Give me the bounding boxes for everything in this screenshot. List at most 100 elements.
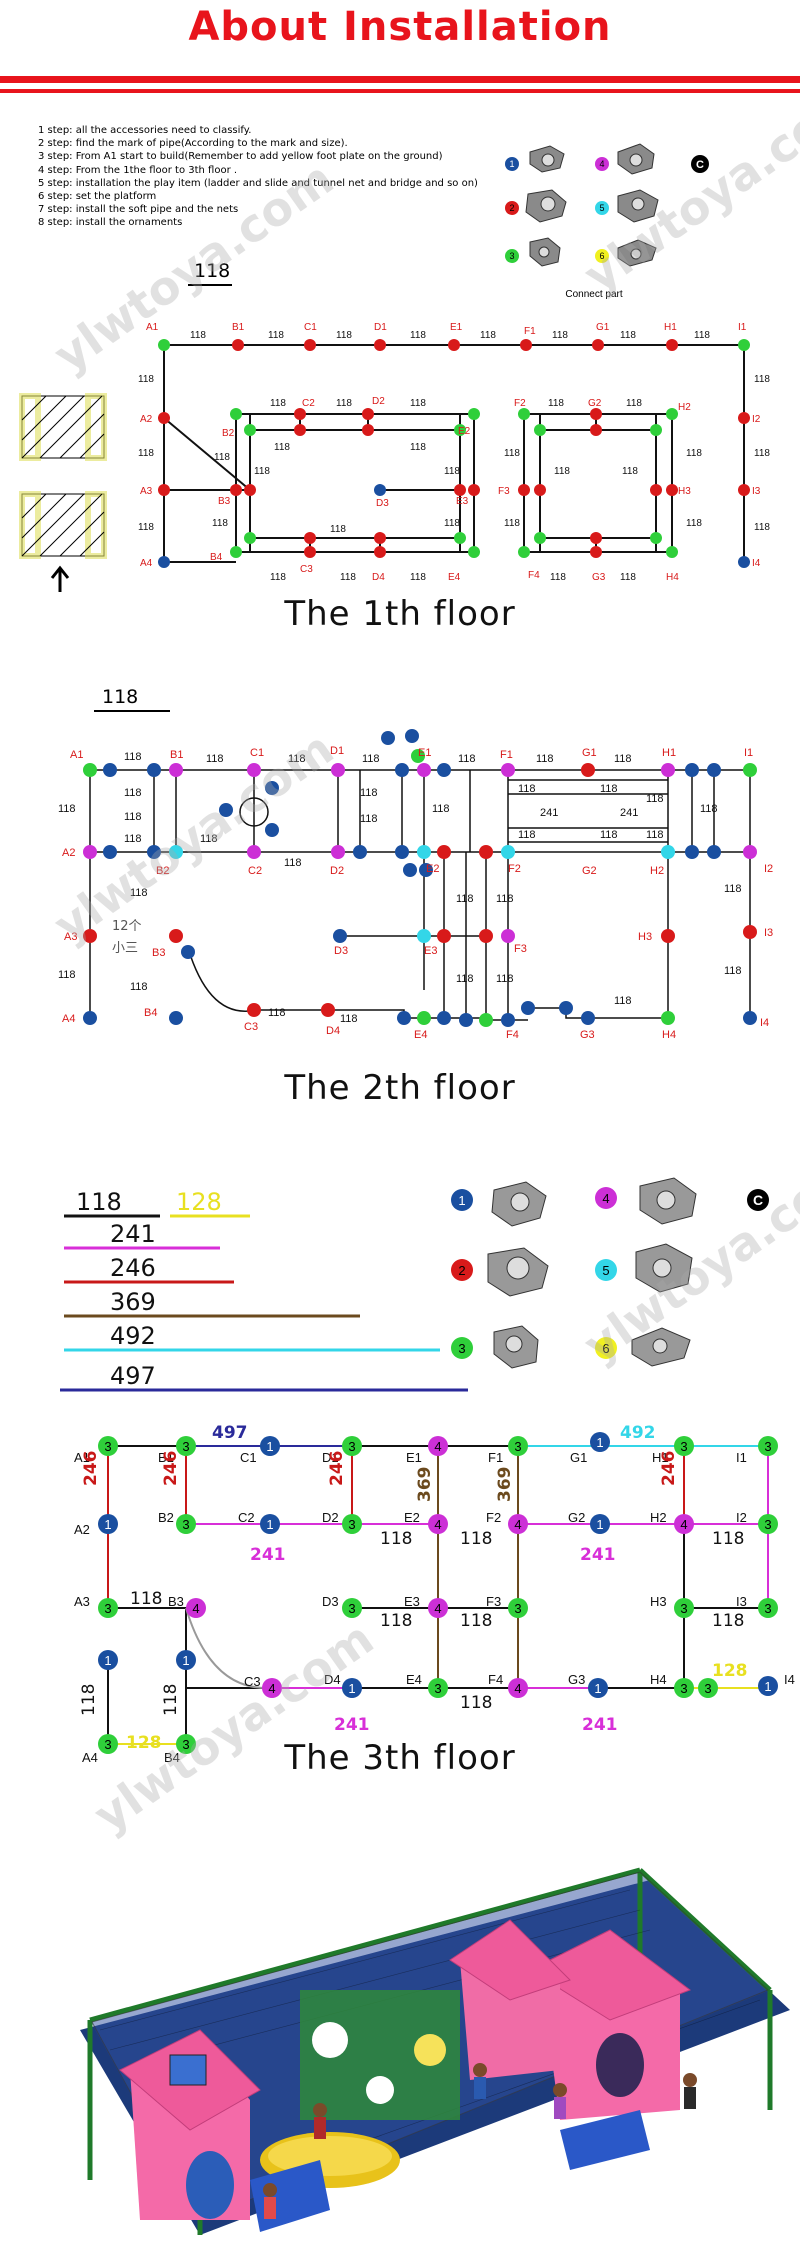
svg-text:118: 118 — [206, 753, 224, 765]
svg-text:246: 246 — [81, 1451, 101, 1487]
svg-text:1: 1 — [182, 1653, 189, 1668]
svg-text:A2: A2 — [140, 414, 153, 425]
svg-text:492: 492 — [110, 1322, 156, 1350]
svg-text:3: 3 — [104, 1737, 111, 1752]
svg-text:118: 118 — [496, 973, 514, 985]
header: About Installation — [0, 0, 800, 108]
floor2-scale-label: 118 — [102, 686, 139, 708]
svg-text:128: 128 — [712, 1661, 748, 1681]
c-mark-icon: C — [691, 155, 709, 173]
svg-text:246: 246 — [659, 1451, 679, 1487]
svg-text:F2: F2 — [514, 398, 526, 409]
svg-text:118: 118 — [626, 398, 642, 409]
svg-text:D2: D2 — [372, 396, 385, 407]
svg-text:H2: H2 — [650, 1510, 667, 1525]
page-title: About Installation — [188, 4, 612, 50]
svg-text:369: 369 — [415, 1467, 435, 1503]
svg-text:118: 118 — [124, 811, 142, 823]
svg-text:C1: C1 — [304, 322, 317, 333]
svg-text:G2: G2 — [582, 865, 597, 877]
svg-text:B3: B3 — [218, 496, 231, 507]
svg-text:D1: D1 — [330, 745, 344, 757]
svg-text:118: 118 — [496, 893, 514, 905]
svg-text:118: 118 — [380, 1529, 412, 1549]
svg-text:118: 118 — [274, 442, 290, 453]
svg-text:118: 118 — [480, 330, 496, 341]
svg-text:C: C — [696, 159, 704, 171]
svg-text:118: 118 — [330, 524, 346, 535]
svg-text:118: 118 — [410, 442, 426, 453]
svg-text:118: 118 — [548, 398, 564, 409]
svg-text:118: 118 — [552, 330, 568, 341]
svg-text:F1: F1 — [524, 326, 536, 337]
svg-text:F3: F3 — [514, 943, 527, 955]
step-5: 5 step: installation the play item (ladd… — [38, 177, 478, 189]
svg-text:E2: E2 — [458, 426, 471, 437]
svg-text:4: 4 — [602, 1191, 609, 1206]
svg-text:118: 118 — [550, 572, 566, 583]
svg-text:C1: C1 — [250, 747, 264, 759]
svg-text:I2: I2 — [764, 863, 773, 875]
svg-text:4: 4 — [599, 159, 604, 169]
svg-text:B1: B1 — [158, 1450, 174, 1465]
svg-text:118: 118 — [340, 572, 356, 583]
svg-text:E1: E1 — [406, 1450, 422, 1465]
svg-text:C3: C3 — [244, 1021, 258, 1033]
svg-text:3: 3 — [680, 1601, 687, 1616]
svg-text:D2: D2 — [330, 865, 344, 877]
svg-text:118: 118 — [268, 1007, 286, 1019]
svg-text:118: 118 — [614, 995, 632, 1007]
svg-text:12个: 12个 — [112, 919, 142, 934]
svg-text:D1: D1 — [322, 1450, 339, 1465]
svg-text:246: 246 — [110, 1254, 156, 1282]
connector-1: 1 — [505, 145, 565, 173]
floor1-length-labels: 118 118 118 118 118 118 118 118 118 118 118 118 11… — [138, 330, 770, 583]
svg-text:1: 1 — [104, 1517, 111, 1532]
header-divider-thin — [0, 89, 800, 93]
step-8: 8 step: install the ornaments — [38, 217, 183, 229]
svg-text:3: 3 — [514, 1439, 521, 1454]
green-panels — [300, 1990, 460, 2120]
svg-text:118: 118 — [161, 1684, 181, 1716]
svg-text:H4: H4 — [662, 1029, 676, 1041]
svg-text:118: 118 — [622, 466, 638, 477]
svg-text:118: 118 — [444, 518, 460, 529]
svg-text:F1: F1 — [500, 749, 513, 761]
svg-text:118: 118 — [340, 1013, 358, 1025]
svg-text:3: 3 — [680, 1439, 687, 1454]
svg-text:B3: B3 — [168, 1594, 184, 1609]
svg-text:C2: C2 — [238, 1510, 255, 1525]
svg-text:3: 3 — [348, 1439, 355, 1454]
svg-text:118: 118 — [254, 466, 270, 477]
svg-text:D4: D4 — [326, 1025, 340, 1037]
svg-text:118: 118 — [200, 833, 218, 845]
svg-text:4: 4 — [514, 1681, 521, 1696]
svg-text:118: 118 — [288, 753, 306, 765]
svg-text:497: 497 — [212, 1423, 248, 1443]
svg-text:118: 118 — [190, 330, 206, 341]
connect-part-legend: 1 4 C 2 5 3 6 Connect part — [505, 143, 709, 300]
svg-text:118: 118 — [536, 753, 554, 765]
svg-text:118: 118 — [600, 783, 618, 795]
svg-text:3: 3 — [182, 1737, 189, 1752]
svg-text:G3: G3 — [568, 1672, 585, 1687]
svg-text:118: 118 — [444, 466, 460, 477]
step-7: 7 step: install the soft pipe and the ne… — [38, 204, 239, 216]
svg-text:C2: C2 — [248, 865, 262, 877]
svg-text:A2: A2 — [74, 1522, 90, 1537]
svg-text:H1: H1 — [662, 747, 676, 759]
svg-text:H2: H2 — [678, 402, 691, 413]
floor2-nodes — [83, 729, 757, 1027]
svg-text:I2: I2 — [736, 1510, 747, 1525]
floor1-scale-label: 118 — [194, 260, 231, 282]
svg-text:3: 3 — [764, 1517, 771, 1532]
svg-text:118: 118 — [124, 751, 142, 763]
svg-text:I1: I1 — [738, 322, 747, 333]
svg-text:H4: H4 — [666, 572, 679, 583]
svg-text:B1: B1 — [170, 749, 183, 761]
svg-text:118: 118 — [268, 330, 284, 341]
svg-text:G3: G3 — [592, 572, 606, 583]
